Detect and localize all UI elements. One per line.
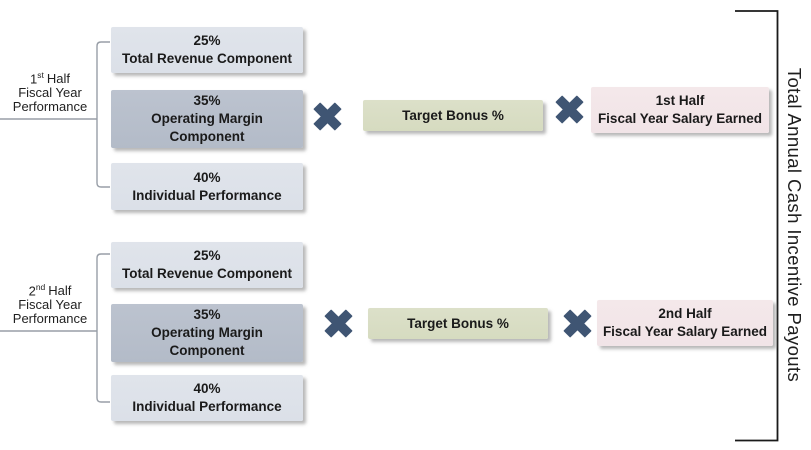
group2-target-bonus-box: Target Bonus % — [368, 308, 548, 339]
total-annual-label: Total Annual Cash Incentive Payouts — [784, 67, 805, 383]
group1-label-line2: Fiscal Year — [18, 85, 82, 101]
group1-target-bonus-box: Target Bonus % — [363, 100, 543, 131]
multiply-icon — [555, 95, 584, 124]
group1-bracket — [96, 41, 110, 188]
group1-revenue-box: 25% Total Revenue Component — [111, 27, 303, 73]
group1-individual-box: 40% Individual Performance — [111, 163, 303, 210]
group2-individual-box: 40% Individual Performance — [111, 375, 303, 421]
group1-margin-box: 35% Operating Margin Component — [111, 90, 303, 148]
multiply-icon — [563, 309, 592, 338]
total-bracket — [735, 10, 779, 442]
group2-label-line2: Fiscal Year — [18, 297, 82, 313]
group1-salary-box: 1st Half Fiscal Year Salary Earned — [591, 87, 769, 133]
group1-label-line3: Performance — [12, 99, 88, 115]
group2-revenue-box: 25% Total Revenue Component — [111, 242, 303, 288]
group2-label-line3: Performance — [12, 311, 88, 327]
group2-salary-box: 2nd Half Fiscal Year Salary Earned — [597, 300, 773, 346]
group2-margin-box: 35% Operating Margin Component — [111, 304, 303, 362]
multiply-icon — [313, 102, 342, 131]
group2-bracket — [96, 253, 110, 403]
multiply-icon — [324, 309, 353, 338]
